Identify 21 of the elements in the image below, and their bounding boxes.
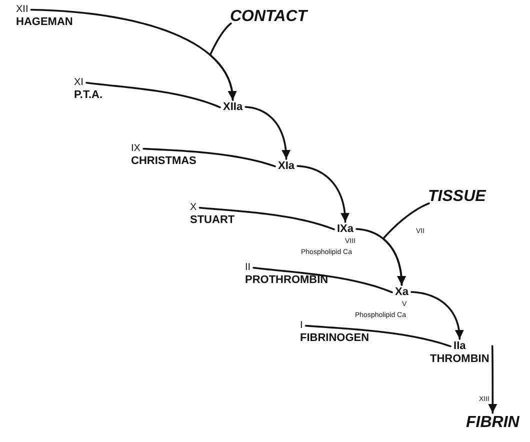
factor-numeral: IX bbox=[131, 143, 140, 154]
stage-label: CONTACT bbox=[230, 8, 308, 26]
factor-name: CHRISTMAS bbox=[131, 154, 196, 168]
factor-numeral: II bbox=[245, 262, 251, 274]
factor-name: XIa bbox=[278, 160, 295, 173]
factor-numeral: X bbox=[190, 202, 197, 214]
factor-numeral: XII bbox=[16, 4, 28, 16]
factor-name: STUART bbox=[190, 214, 235, 226]
factor-name: HAGEMAN bbox=[16, 16, 73, 28]
factor-numeral: I bbox=[300, 320, 303, 332]
factor-name: XIIa bbox=[223, 101, 243, 114]
factor-name: FIBRINOGEN bbox=[300, 332, 370, 344]
factor-name: THROMBIN bbox=[430, 352, 490, 366]
factor-name: PROTHROMBIN bbox=[245, 274, 328, 286]
stage-label: FIBRIN bbox=[466, 414, 520, 432]
factor-name: IXa bbox=[337, 223, 354, 236]
factor-name: Xa bbox=[395, 286, 408, 299]
factor-name: P.T.A. bbox=[74, 88, 103, 102]
stage-label: TISSUE bbox=[428, 188, 486, 206]
factor-numeral: XI bbox=[74, 77, 84, 88]
factor-name: IIa bbox=[454, 340, 466, 353]
